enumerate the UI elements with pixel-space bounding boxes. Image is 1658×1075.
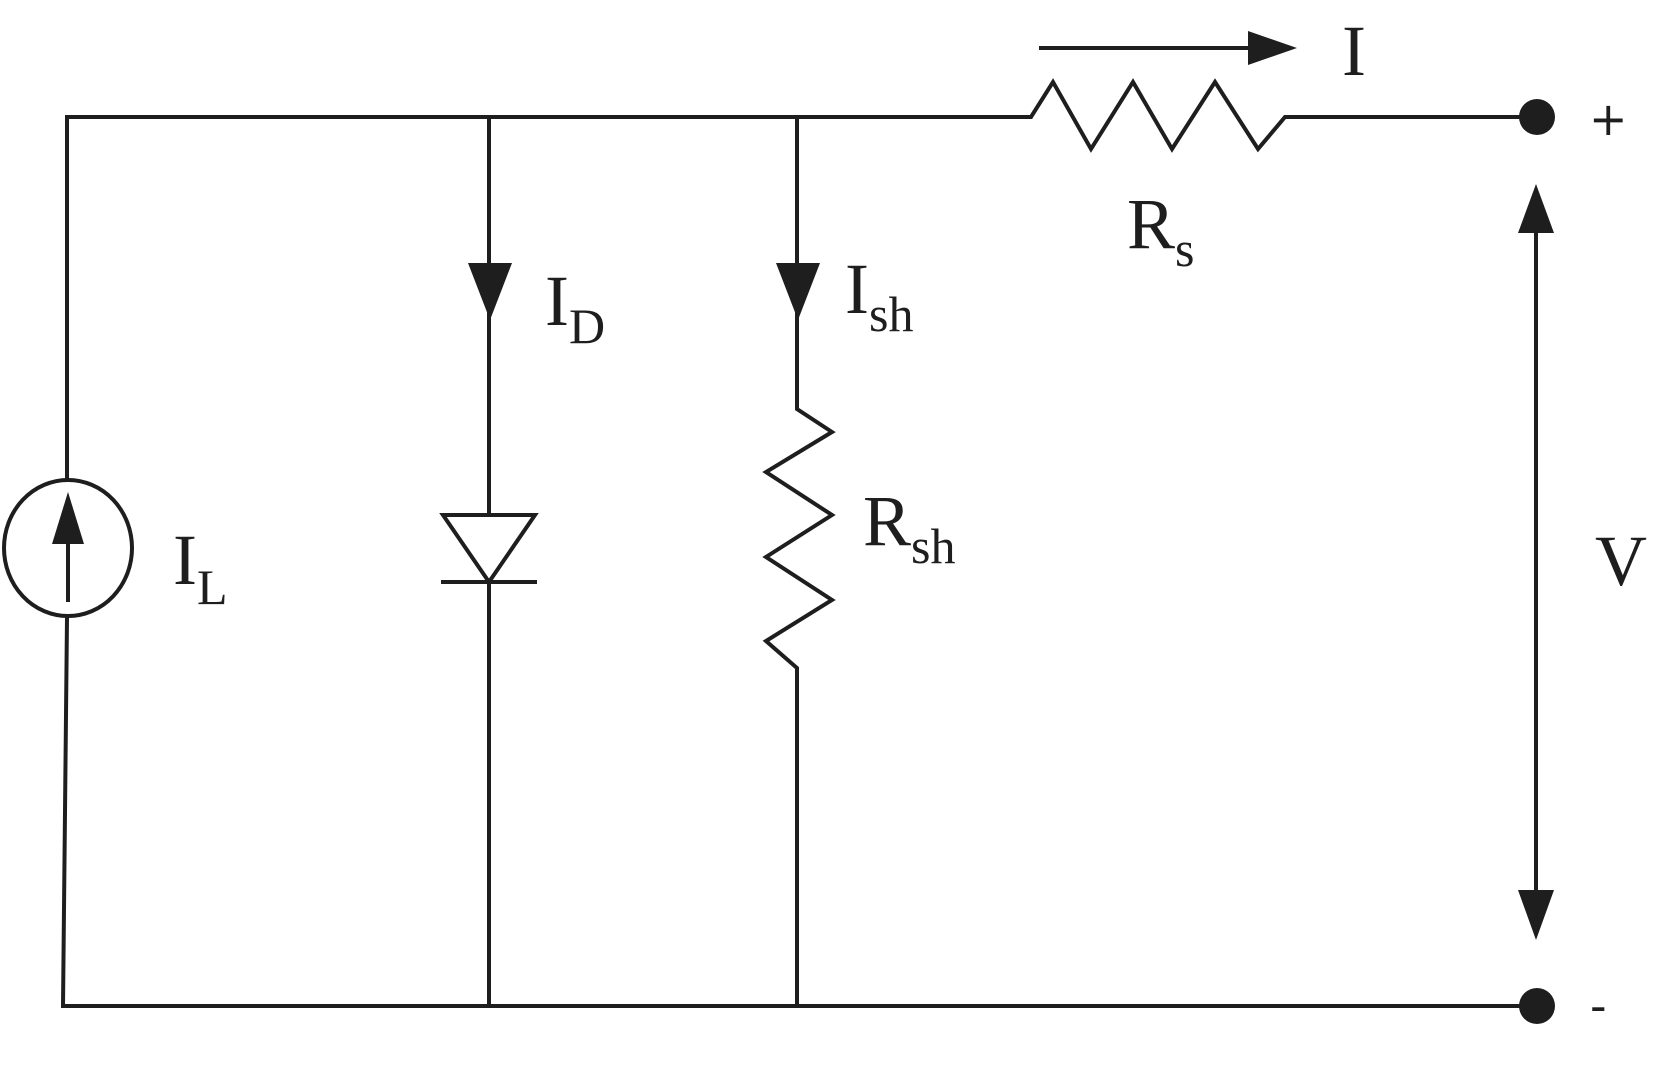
ish-current-arrow	[776, 263, 820, 320]
id-current-arrow	[468, 263, 512, 320]
top-rail-wire	[65, 78, 1539, 153]
current-source-symbol	[2, 478, 134, 618]
label-il: IL	[173, 520, 228, 615]
label-ish: Ish	[845, 249, 913, 342]
i-current-arrow	[1248, 31, 1297, 65]
label-id: ID	[545, 261, 605, 354]
diode-symbol	[439, 513, 539, 586]
label-rsh: Rsh	[863, 481, 956, 574]
label-rs: Rs	[1127, 184, 1195, 277]
negative-terminal	[1519, 988, 1555, 1024]
label-plus: +	[1589, 92, 1628, 146]
shunt-resistor	[762, 115, 836, 1008]
source-wire-bottom	[60, 615, 70, 1009]
label-i: I	[1342, 11, 1366, 91]
label-minus: -	[1590, 979, 1607, 1033]
positive-terminal	[1519, 99, 1555, 135]
label-v: V	[1595, 521, 1647, 601]
voltage-arrow	[1518, 184, 1554, 940]
